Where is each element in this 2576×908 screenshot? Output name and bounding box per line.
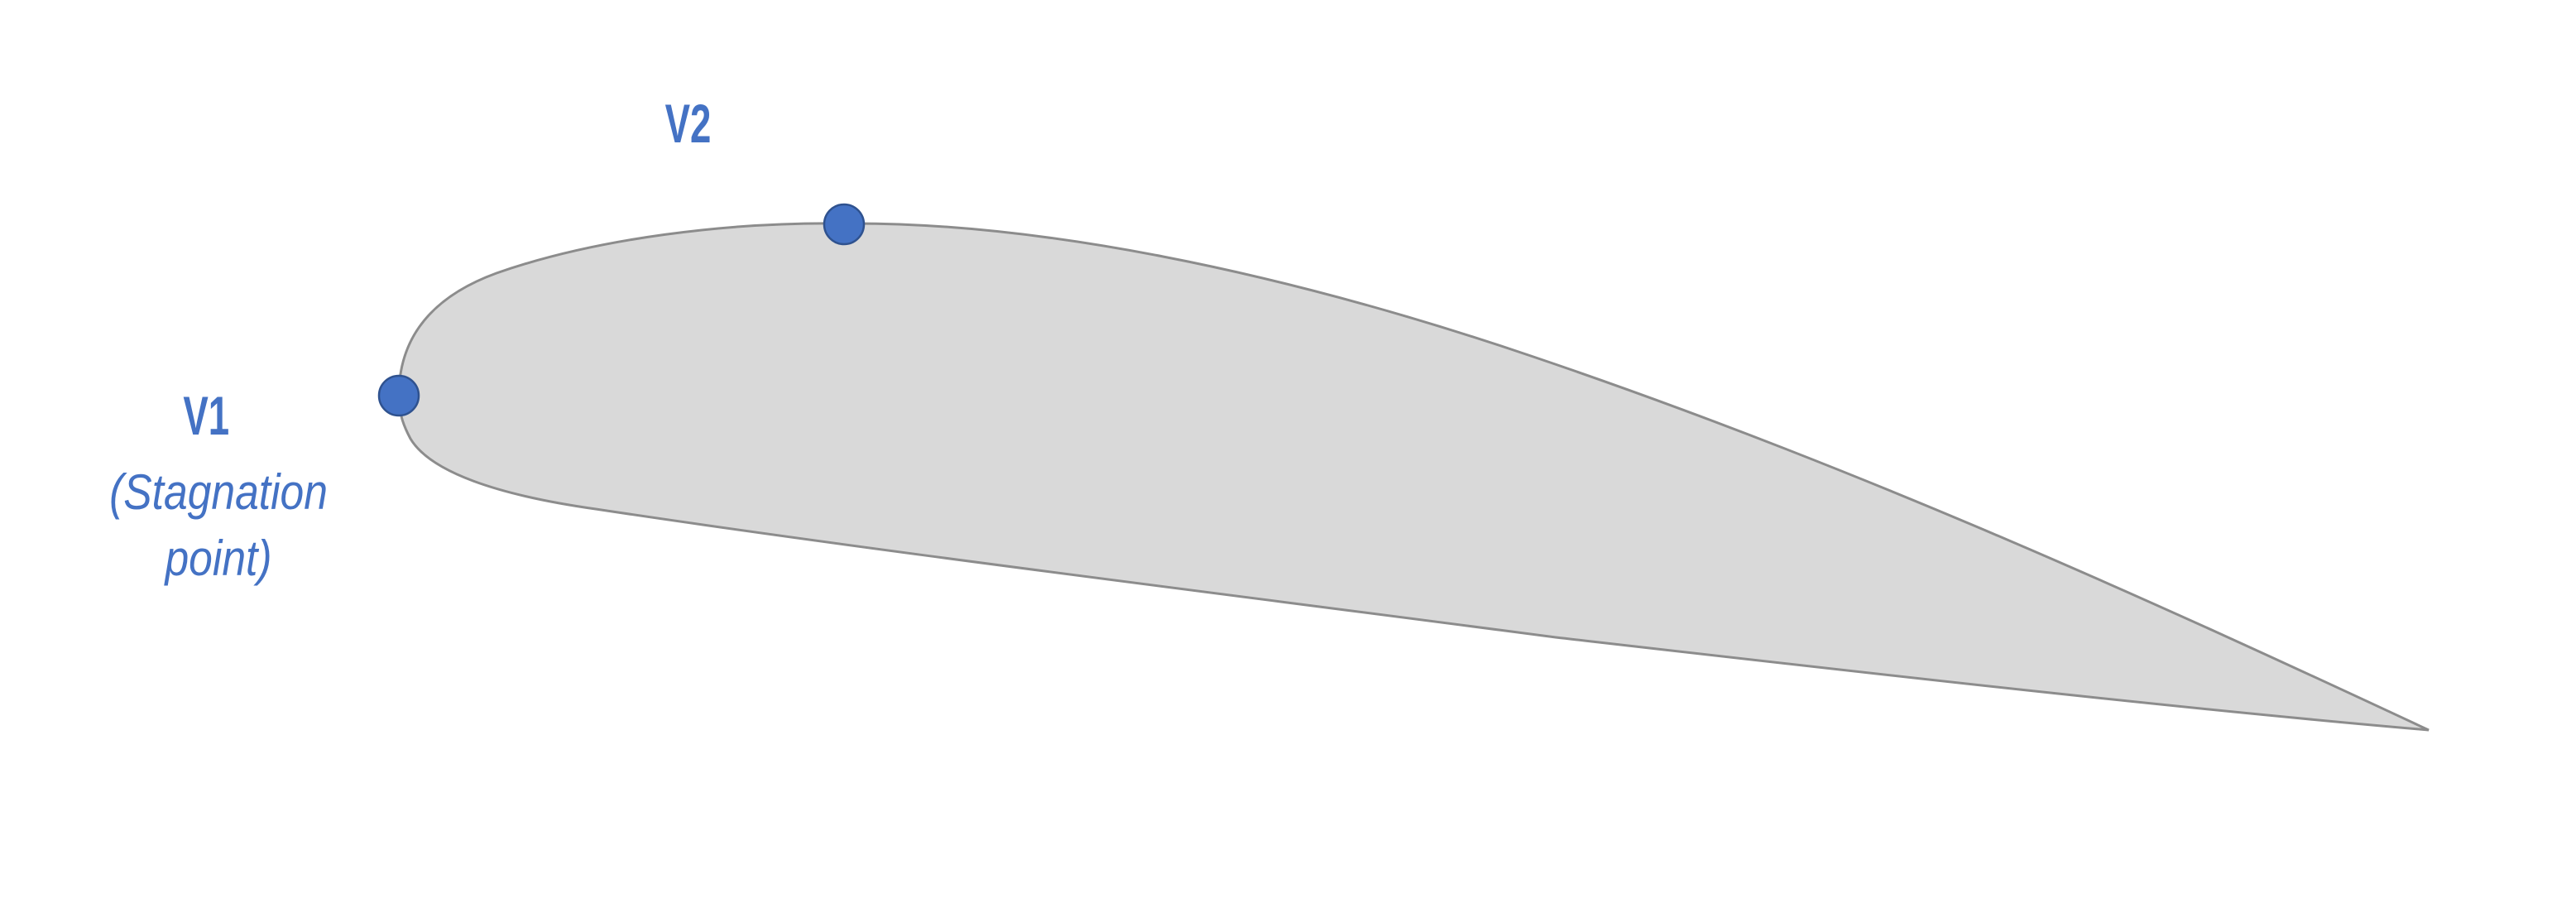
v1-stagnation-point-marker bbox=[377, 374, 420, 417]
airfoil-shape bbox=[397, 222, 2430, 732]
v2-point-marker bbox=[823, 203, 866, 246]
v1-note-line1: (Stagnation bbox=[109, 464, 328, 520]
v2-label: V2 bbox=[665, 93, 712, 154]
v1-label: V1 bbox=[183, 385, 229, 446]
v1-note-line2: point) bbox=[164, 530, 272, 586]
